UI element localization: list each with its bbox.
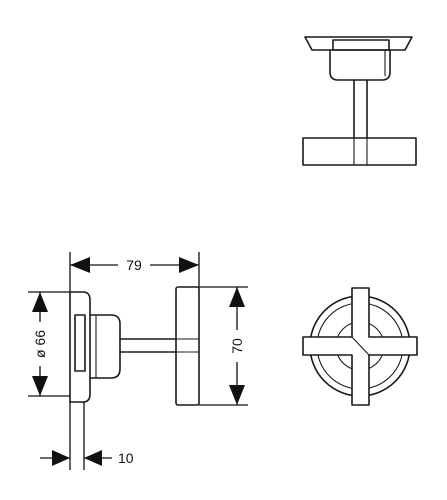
top-view-handle (302, 137, 417, 166)
side-view-handle (175, 286, 200, 406)
top-view-body (329, 49, 391, 81)
front-view-cross-handle (302, 287, 418, 406)
arrow-left-flange-icon (84, 450, 102, 466)
top-view-flange (304, 36, 413, 51)
dimension-flange-thickness: 10 (40, 402, 134, 470)
arrow-right-flange-icon (52, 450, 70, 466)
base-diameter-label: ø 66 (32, 330, 48, 358)
dimension-handle-height: 70 (199, 286, 248, 406)
front-view (302, 287, 418, 406)
side-view (69, 286, 200, 406)
top-view (302, 36, 417, 166)
arrow-up-handle-icon (229, 287, 245, 307)
flange-thickness-label: 10 (118, 450, 134, 466)
arrow-down-handle-icon (229, 385, 245, 405)
side-view-flange-insert (74, 314, 86, 372)
handle-height-label: 70 (229, 338, 245, 354)
front-view-cross-shade (351, 336, 370, 356)
arrow-left-icon (70, 257, 90, 273)
dimension-overall-length: 79 (69, 252, 200, 292)
side-view-flange (69, 291, 91, 403)
side-view-body (89, 314, 121, 379)
arrow-up-icon (32, 292, 48, 312)
dimension-base-diameter: ø 66 (28, 291, 70, 397)
arrow-right-icon (179, 257, 199, 273)
arrow-down-icon (32, 376, 48, 396)
top-view-cap (332, 39, 390, 51)
overall-length-label: 79 (126, 257, 142, 273)
